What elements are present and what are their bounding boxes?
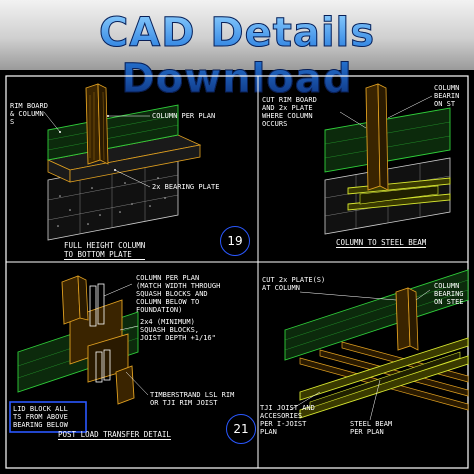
label-column-per-plan-match: COLUMN PER PLAN (MATCH WIDTH THROUGH SQU… xyxy=(136,274,221,314)
caption-column-to-steel-beam: COLUMN TO STEEL BEAM xyxy=(336,238,427,248)
caption-post-load-transfer: POST LOAD TRANSFER DETAIL xyxy=(58,430,171,440)
label-timberstrand-rim: TIMBERSTRAND LSL RIM OR TJI RIM JOIST xyxy=(150,391,235,407)
label-column-bearing: COLUMN BEARIN ON ST xyxy=(434,84,460,108)
label-tji-joist: TJI JOIST AND ACCESORIES PER I-JOIST PLA… xyxy=(260,404,315,436)
detail-number-19: 19 xyxy=(220,226,250,256)
note-box xyxy=(9,401,87,433)
column-to-steel-beam-drawing xyxy=(324,83,451,235)
label-column-per-plan: COLUMN PER PLAN xyxy=(152,112,216,120)
label-steel-beam: STEEL BEAM PER PLAN xyxy=(350,420,393,436)
caption-full-height-column: FULL HEIGHT COLUMN TO BOTTOM PLATE xyxy=(64,241,146,260)
detail-21-drawing xyxy=(9,275,149,433)
note-text: LID BLOCK ALL TS FROM ABOVE BEARING BELO… xyxy=(13,405,68,429)
label-rim-board: RIM BOARD & COLUMN S xyxy=(10,102,48,126)
detail-number-21: 21 xyxy=(226,414,256,444)
label-squash-blocks: 2x4 (MINIMUM) SQUASH BLOCKS, JOIST DEPTH… xyxy=(140,318,216,342)
banner: CAD Details Download xyxy=(0,0,474,103)
label-cut-rim-board: CUT RIM BOARD AND 2x PLATE WHERE COLUMN … xyxy=(262,96,317,128)
detail-19-drawing xyxy=(43,83,202,241)
steel-beam-joist-drawing xyxy=(284,269,469,421)
banner-title: CAD Details Download xyxy=(0,10,474,103)
label-column-bearing-steel: COLUMN BEARING ON STEE xyxy=(434,282,464,306)
label-bearing-plate: 2x BEARING PLATE xyxy=(152,183,220,191)
label-cut-plates: CUT 2x PLATE(S) AT COLUMN xyxy=(262,276,326,292)
